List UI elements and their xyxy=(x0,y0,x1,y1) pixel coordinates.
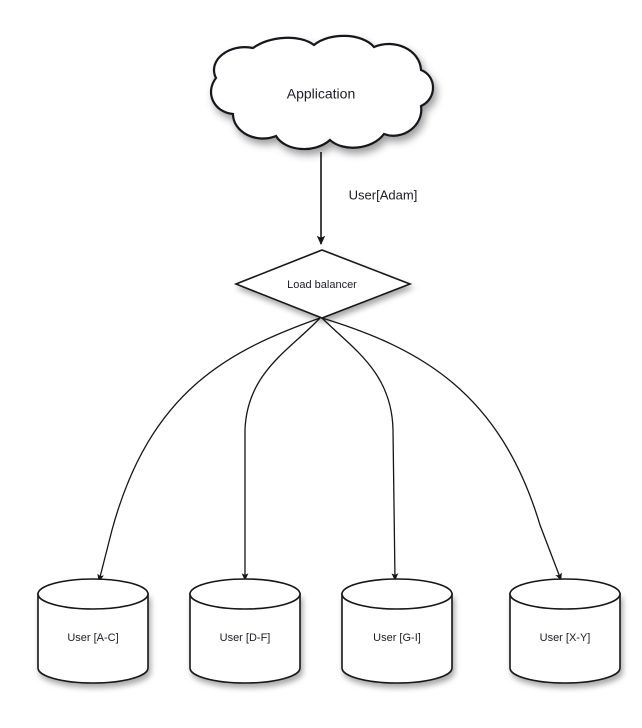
balancer-to-store-1-arrow xyxy=(97,317,321,582)
node-datastore-3[interactable]: User [G-I] xyxy=(341,578,453,684)
node-datastore-4[interactable]: User [X-Y] xyxy=(509,578,621,684)
datastore-4-label: User [X-Y] xyxy=(540,632,591,644)
database-top-ellipse xyxy=(509,578,621,610)
database-top-ellipse xyxy=(37,578,149,610)
node-application[interactable]: Application xyxy=(210,34,435,151)
datastore-1-label: User [A-C] xyxy=(67,632,118,644)
database-top-ellipse xyxy=(341,578,453,610)
database-top-ellipse xyxy=(189,578,301,610)
database-icon xyxy=(37,593,149,684)
node-load-balancer[interactable]: Load balancer xyxy=(233,249,413,319)
datastore-2-label: User [D-F] xyxy=(220,632,271,644)
balancer-to-store-3-arrow xyxy=(321,317,399,581)
datastore-3-label: User [G-I] xyxy=(373,632,421,644)
edge-app-to-balancer: User[Adam] xyxy=(316,152,418,245)
database-icon xyxy=(509,593,621,684)
cloud-icon xyxy=(210,34,435,151)
edge-balancer-to-store-3 xyxy=(321,317,399,581)
database-icon xyxy=(341,593,453,684)
node-datastore-2[interactable]: User [D-F] xyxy=(189,578,301,684)
database-icon xyxy=(189,593,301,684)
node-datastore-1[interactable]: User [A-C] xyxy=(37,578,149,684)
balancer-to-store-2-arrow xyxy=(241,317,321,581)
application-label: Application xyxy=(287,86,356,102)
load-balancer-label: Load balancer xyxy=(287,279,357,291)
balancer-to-store-4-arrow xyxy=(321,317,562,581)
edge-balancer-to-store-2 xyxy=(241,317,321,581)
app-to-balancer-label: User[Adam] xyxy=(349,187,418,202)
edge-balancer-to-store-1 xyxy=(97,317,321,582)
edge-balancer-to-store-4 xyxy=(321,317,562,581)
